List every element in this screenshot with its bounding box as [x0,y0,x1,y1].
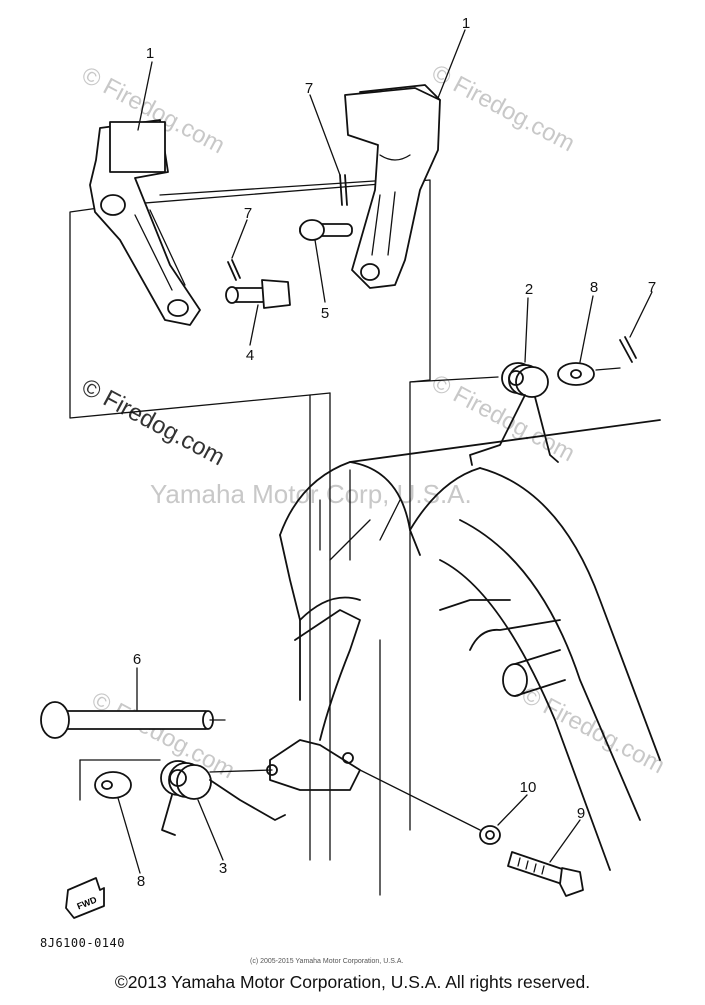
spring-part-3 [79,759,286,836]
bracket-left-part-1 [89,119,201,326]
footer-copyright: ©2013 Yamaha Motor Corporation, U.S.A. A… [114,972,591,992]
cotter-pins [227,174,637,363]
callout-9: 9 [577,805,585,822]
clevis-pin-part-4 [225,279,291,309]
watermark-yamaha: Yamaha Motor Corp, U.S.A. [150,479,472,509]
callout-8-bottom: 8 [137,873,145,890]
watermark-firedog-2: © Firedog.com [427,59,579,157]
callout-7-top: 7 [305,80,313,97]
watermark-firedog-dark: © Firedog.com [77,373,229,471]
callout-4: 4 [246,347,254,364]
long-pin-part-6 [40,701,226,739]
washers [94,362,621,799]
frame-body [266,419,661,896]
callout-5: 5 [321,305,329,322]
callout-7-mid: 7 [244,205,252,222]
bracket-right-part-1 [344,84,441,289]
callouts: 1 1 7 7 7 5 4 2 8 6 8 3 10 9 [133,15,656,890]
small-copyright: (c) 2005-2015 Yamaha Motor Corporation, … [250,958,403,965]
callout-1-right: 1 [462,15,470,32]
assembly-outline [69,177,499,861]
callout-8-top: 8 [590,279,598,296]
callout-7-right: 7 [648,279,656,296]
spring-part-2 [469,362,559,466]
callout-1-left: 1 [146,45,154,62]
callout-3: 3 [219,860,227,877]
leader-lines [117,29,653,874]
callout-10: 10 [520,779,537,796]
diagram-code: 8J6100-0140 [40,936,125,950]
bolt-part-9 [507,851,584,897]
pin-part-5 [299,219,353,241]
callout-6: 6 [133,651,141,668]
watermark-firedog-5: © Firedog.com [517,681,669,779]
nut-part-10 [479,825,501,845]
fwd-arrow-icon: FWD [65,877,105,919]
callout-2: 2 [525,281,533,298]
